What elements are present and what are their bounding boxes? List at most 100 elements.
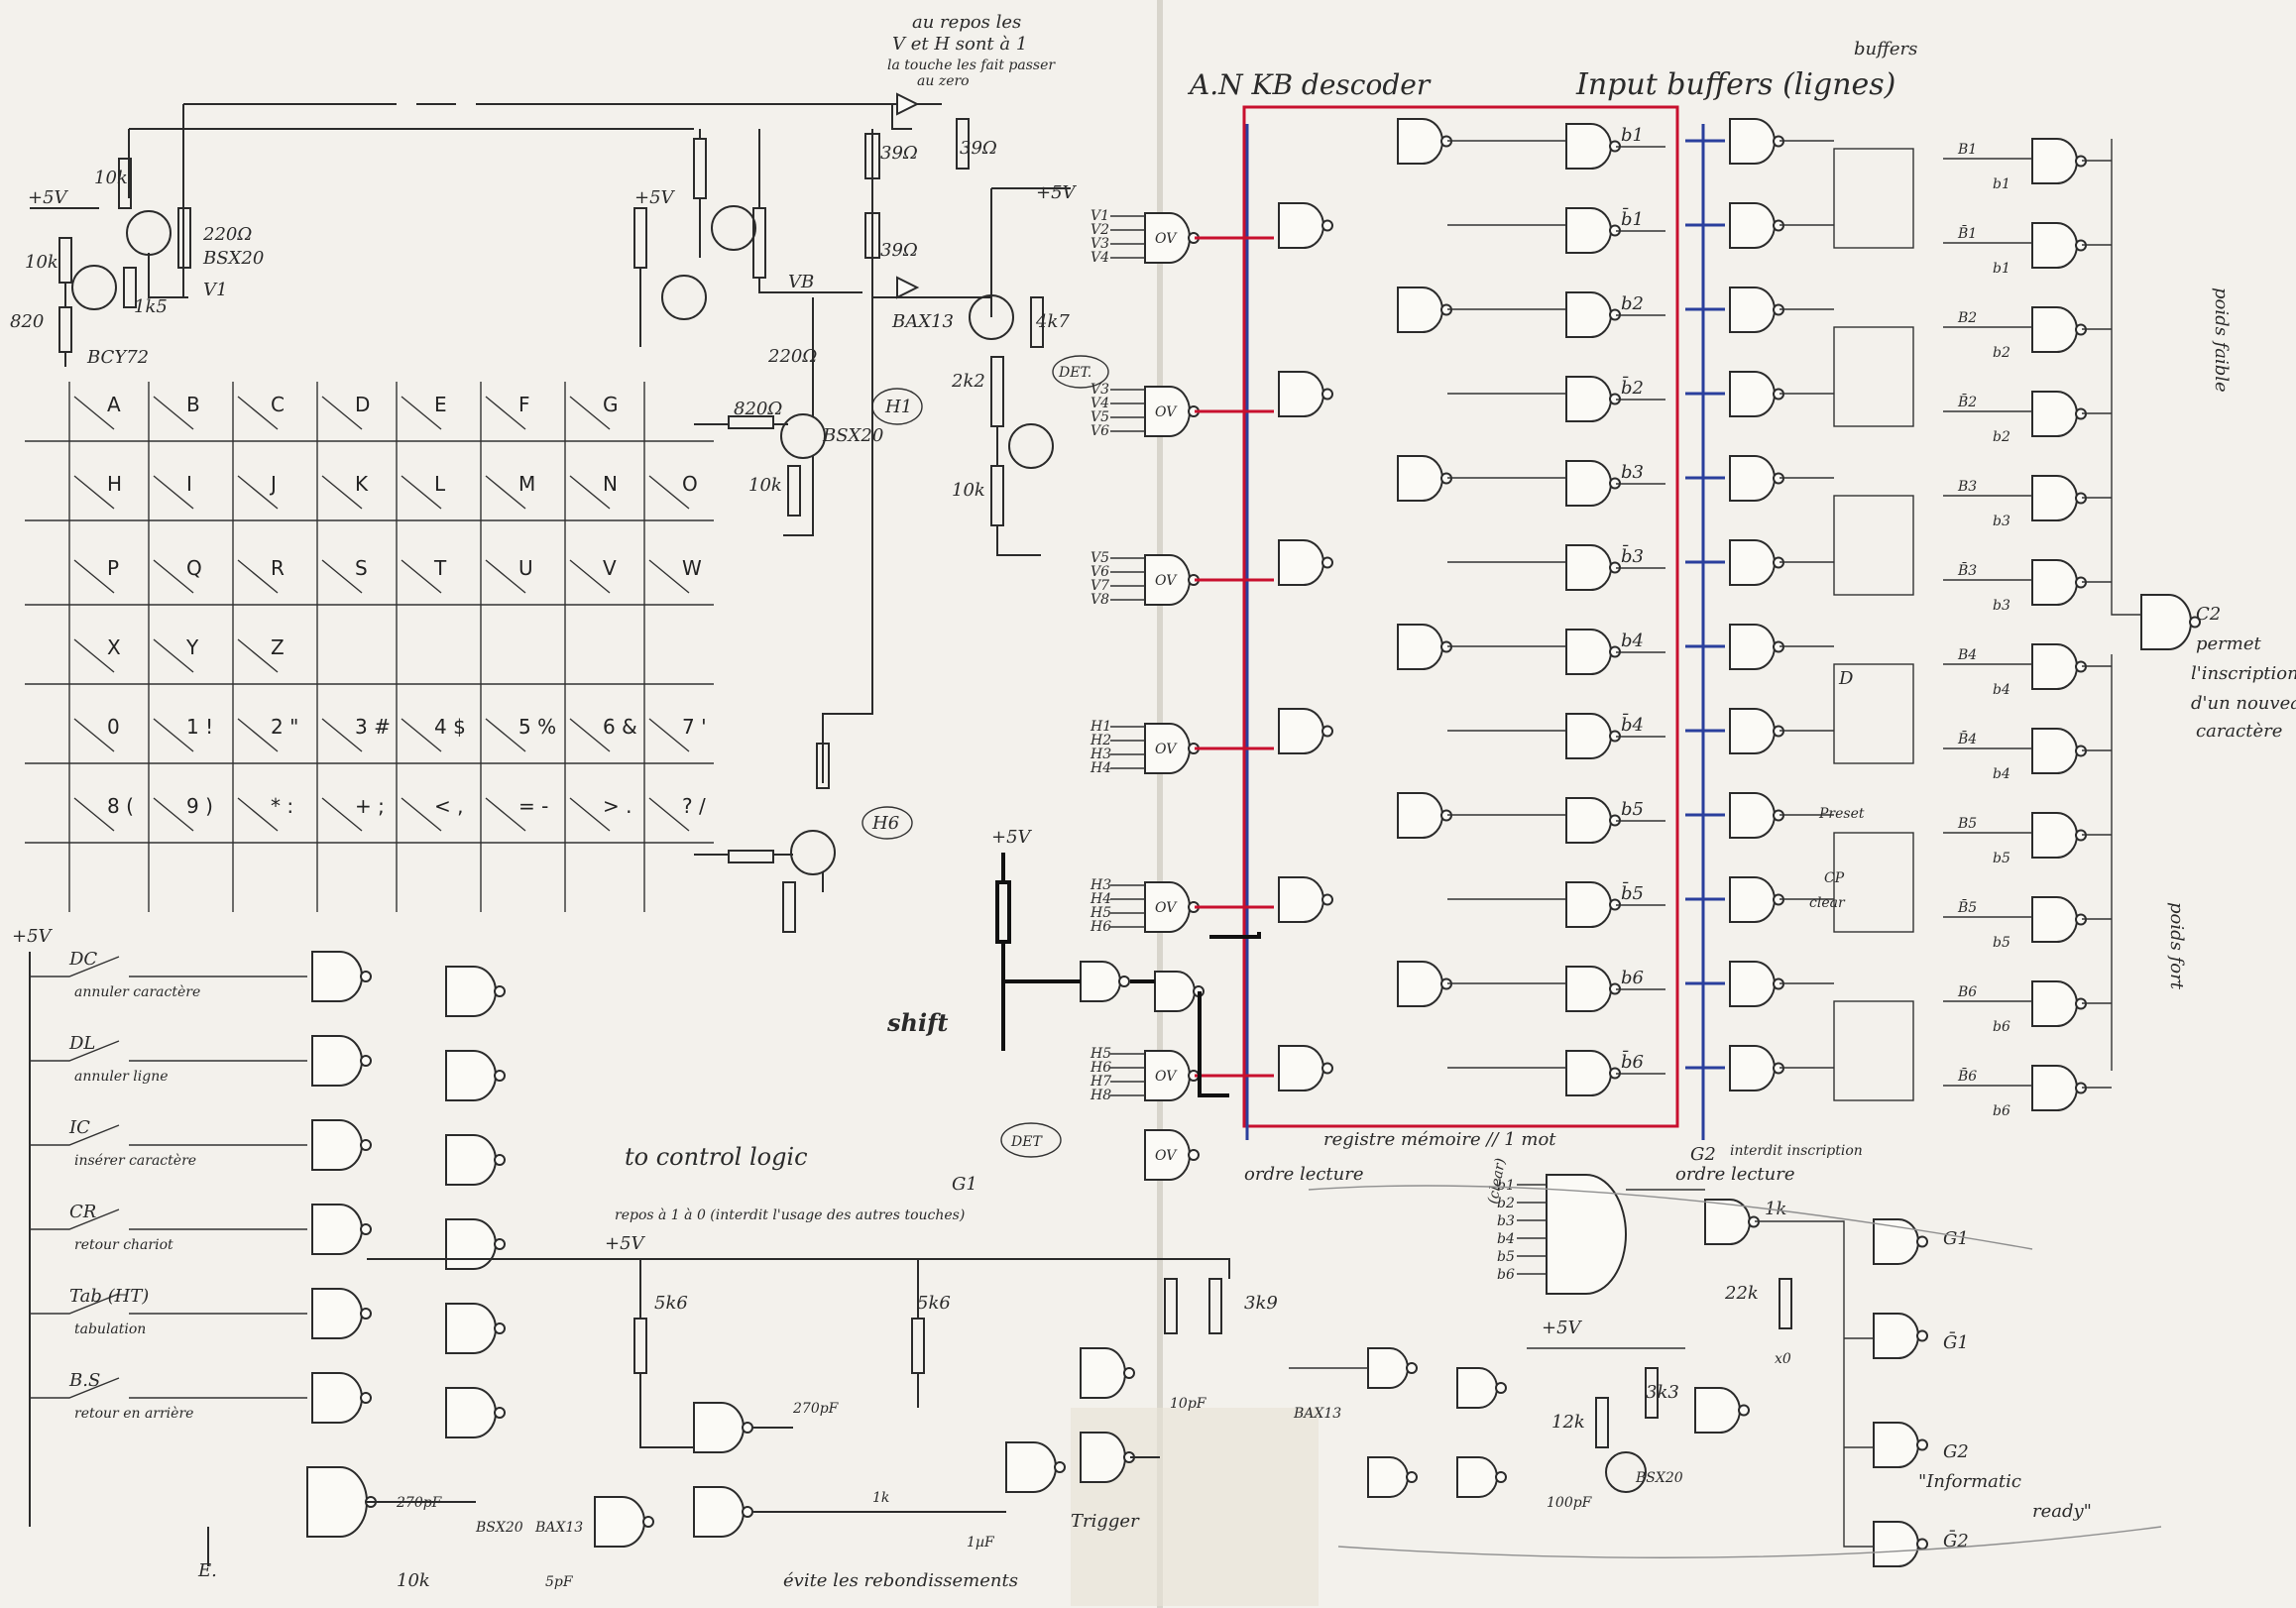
- bl-gate-2-bubble: [1738, 1404, 1750, 1417]
- ctrl-gate-a0-body: [311, 951, 363, 1002]
- ctrl-gate-b3: [445, 1218, 506, 1270]
- key-0-4: E: [434, 393, 447, 416]
- key-1-1: I: [186, 472, 192, 496]
- ctrl-gate-a5-body: [311, 1372, 363, 1424]
- resistor-39-c: [956, 118, 970, 170]
- key-switch: [569, 559, 611, 594]
- flipflop-5: [1833, 1000, 1914, 1101]
- label-5k6: 5k6: [654, 1293, 688, 1314]
- ctrl-gate-b4-body: [445, 1303, 497, 1354]
- bl-12k: 12k: [1551, 1412, 1585, 1433]
- out-wire-8: [1779, 814, 2112, 836]
- buffer-gate-11-body: [1729, 1045, 1776, 1091]
- buffer-gate-8-body: [1729, 792, 1776, 839]
- ctrl-resistor-3: [1208, 1278, 1222, 1334]
- key-switch: [569, 475, 611, 510]
- key-5-7: ? /: [682, 794, 706, 818]
- bl-1k: 1k: [1765, 1199, 1786, 1219]
- buffer-gate-8: [1729, 792, 1784, 839]
- preset-label: Preset: [1818, 806, 1865, 822]
- label-220b: 220Ω: [767, 346, 817, 367]
- out-bit-4: B3: [1957, 479, 1977, 495]
- key-switch: [321, 396, 363, 430]
- ov-gate-bottom: [1144, 1129, 1200, 1181]
- ctrl-gate-b1-bubble: [494, 1070, 506, 1082]
- ctrl-gate-and-body: [306, 1466, 368, 1538]
- key-switch: [401, 396, 442, 430]
- key-switch: [73, 638, 115, 673]
- bl-plus5v: +5V: [1542, 1318, 1583, 1338]
- latch-gate-a4-body: [1397, 455, 1443, 502]
- bl-wires: [1289, 1189, 1874, 1548]
- key-0-0: A: [107, 393, 121, 416]
- key-switch: [569, 396, 611, 430]
- ctrl-gate-b2-bubble: [494, 1154, 506, 1166]
- trigger-gate-b: [693, 1486, 753, 1538]
- out-bit-6: B4: [1957, 647, 1977, 663]
- out-bit-9: B̄5: [1957, 898, 1977, 916]
- h6-wires: [694, 854, 824, 892]
- latch-gate-a2-body: [1397, 287, 1443, 333]
- latch-gate-b7: [1565, 713, 1621, 759]
- ov-3: OV: [1155, 742, 1178, 757]
- ctrl-gate-a3: [311, 1204, 372, 1255]
- label-39b: 39Ω: [880, 240, 918, 261]
- gate-in-4-1: H4: [1090, 891, 1111, 907]
- g2b-gate-bubble: [1916, 1538, 1928, 1551]
- latch-gate-b2: [1565, 291, 1621, 338]
- key-0-6: G: [603, 393, 619, 416]
- c2-label: C2: [2196, 604, 2221, 625]
- label-plus5v-ctrl2: +5V: [605, 1233, 646, 1254]
- buffer-gate-10: [1729, 961, 1784, 1007]
- key-5-4: < ,: [434, 794, 463, 818]
- label-v1: V1: [203, 280, 227, 300]
- ctrl-key-switch: [30, 1040, 188, 1062]
- label-shift: shift: [886, 1008, 949, 1037]
- ctrl-key-2: IC: [68, 1117, 90, 1138]
- read-order-left: ordre lecture: [1244, 1164, 1364, 1185]
- out-wire-1: [1779, 224, 2112, 246]
- flipflop-1: [1833, 326, 1914, 427]
- out-b-11: b6: [1993, 1103, 2010, 1119]
- latch-wire-7: [1447, 730, 1665, 738]
- shift-wires: [1001, 853, 1261, 1097]
- reg-bit-5: b̄3: [1621, 543, 1644, 567]
- label-10k-b: 10k: [25, 252, 58, 273]
- buffer-gate-3: [1729, 371, 1784, 417]
- out-bit-3: B̄2: [1957, 393, 1977, 410]
- trigger-gate-d: [1080, 1432, 1135, 1483]
- bl-in-5: b6: [1497, 1267, 1515, 1283]
- key-5-1: 9 ): [186, 794, 213, 818]
- out-bit-11: B̄6: [1957, 1067, 1977, 1085]
- gate-in-3-1: H2: [1090, 733, 1111, 748]
- gate-in-1-1: V4: [1091, 396, 1109, 411]
- ctrl-gate-a1-bubble: [360, 1055, 372, 1067]
- key-4-5: 5 %: [518, 715, 556, 739]
- key-switch: [237, 475, 279, 510]
- bl-gate-2: [1694, 1387, 1750, 1434]
- label-10pf: 10pF: [1170, 1396, 1207, 1412]
- out-wire-5: [1779, 561, 2112, 583]
- out-bit-7: B̄4: [1957, 730, 1977, 747]
- resistor-vb-b: [693, 138, 707, 199]
- out-wire-0: [1779, 140, 2112, 162]
- ctrl-gate-a3-bubble: [360, 1223, 372, 1235]
- key-1-5: M: [518, 472, 535, 496]
- det-bubble: [1052, 355, 1109, 389]
- latch-gate-b0-body: [1565, 123, 1612, 170]
- g1b-gate-bubble: [1916, 1329, 1928, 1342]
- rest-note-1: au repos les: [912, 12, 1021, 33]
- ctrl-gate-b2-body: [445, 1134, 497, 1186]
- output-gate-1-body: [2031, 222, 2078, 269]
- latch-wire-3: [1447, 393, 1665, 401]
- latch-gate-a2: [1397, 287, 1452, 333]
- ctrl-gate-a4-body: [311, 1288, 363, 1339]
- ctrl-gate-c: [594, 1496, 654, 1548]
- key-switch: [648, 718, 690, 752]
- latch-wire-10: [1447, 982, 1665, 990]
- label-820b: 820Ω: [734, 399, 782, 419]
- latch-gate-a3-body: [1278, 371, 1324, 417]
- buffer-gate-10-body: [1729, 961, 1776, 1007]
- transistor-h6: [790, 830, 836, 875]
- bl-in-0: b1: [1497, 1178, 1515, 1194]
